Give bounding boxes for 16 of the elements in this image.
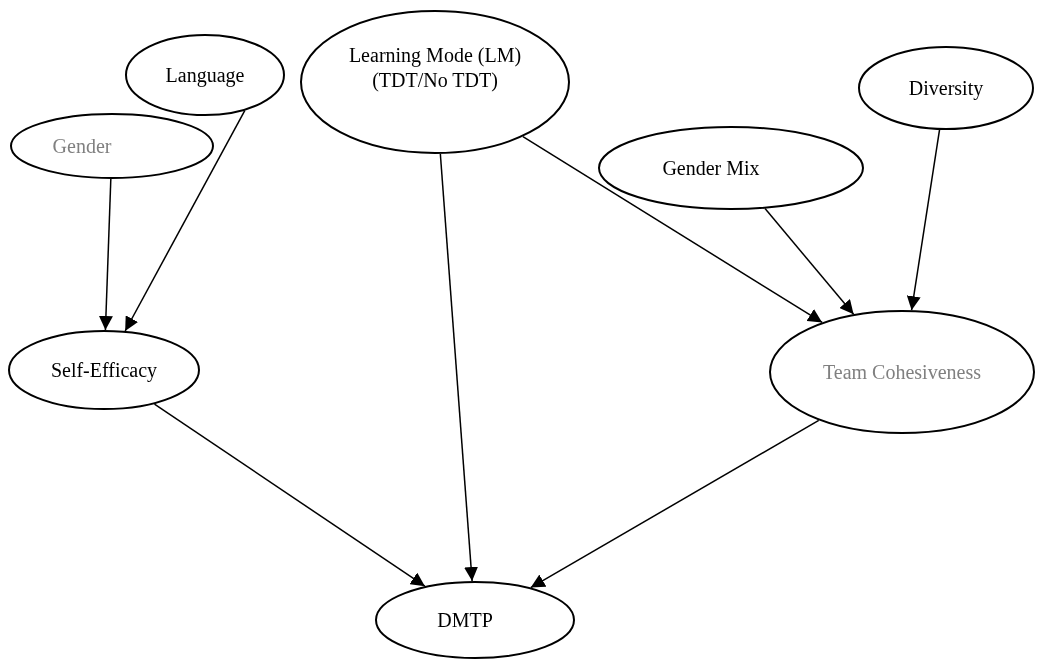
arrow <box>98 178 113 331</box>
arrow <box>124 109 246 332</box>
node-label: Language <box>165 62 245 88</box>
node-label: DMTP <box>437 607 493 633</box>
node-label: Diversity <box>908 75 984 101</box>
node-label: Team Cohesiveness <box>823 359 981 385</box>
arrow <box>439 153 479 582</box>
node-label: Gender Mix <box>662 155 760 181</box>
node-label: Gender <box>52 133 112 159</box>
arrow <box>764 207 855 315</box>
arrow <box>906 129 941 311</box>
arrow <box>530 419 820 589</box>
arrow <box>522 135 823 324</box>
arrow <box>153 403 426 587</box>
node-label: Self-Efficacy <box>50 357 158 383</box>
node-label: Learning Mode (LM) (TDT/No TDT) <box>347 43 523 93</box>
